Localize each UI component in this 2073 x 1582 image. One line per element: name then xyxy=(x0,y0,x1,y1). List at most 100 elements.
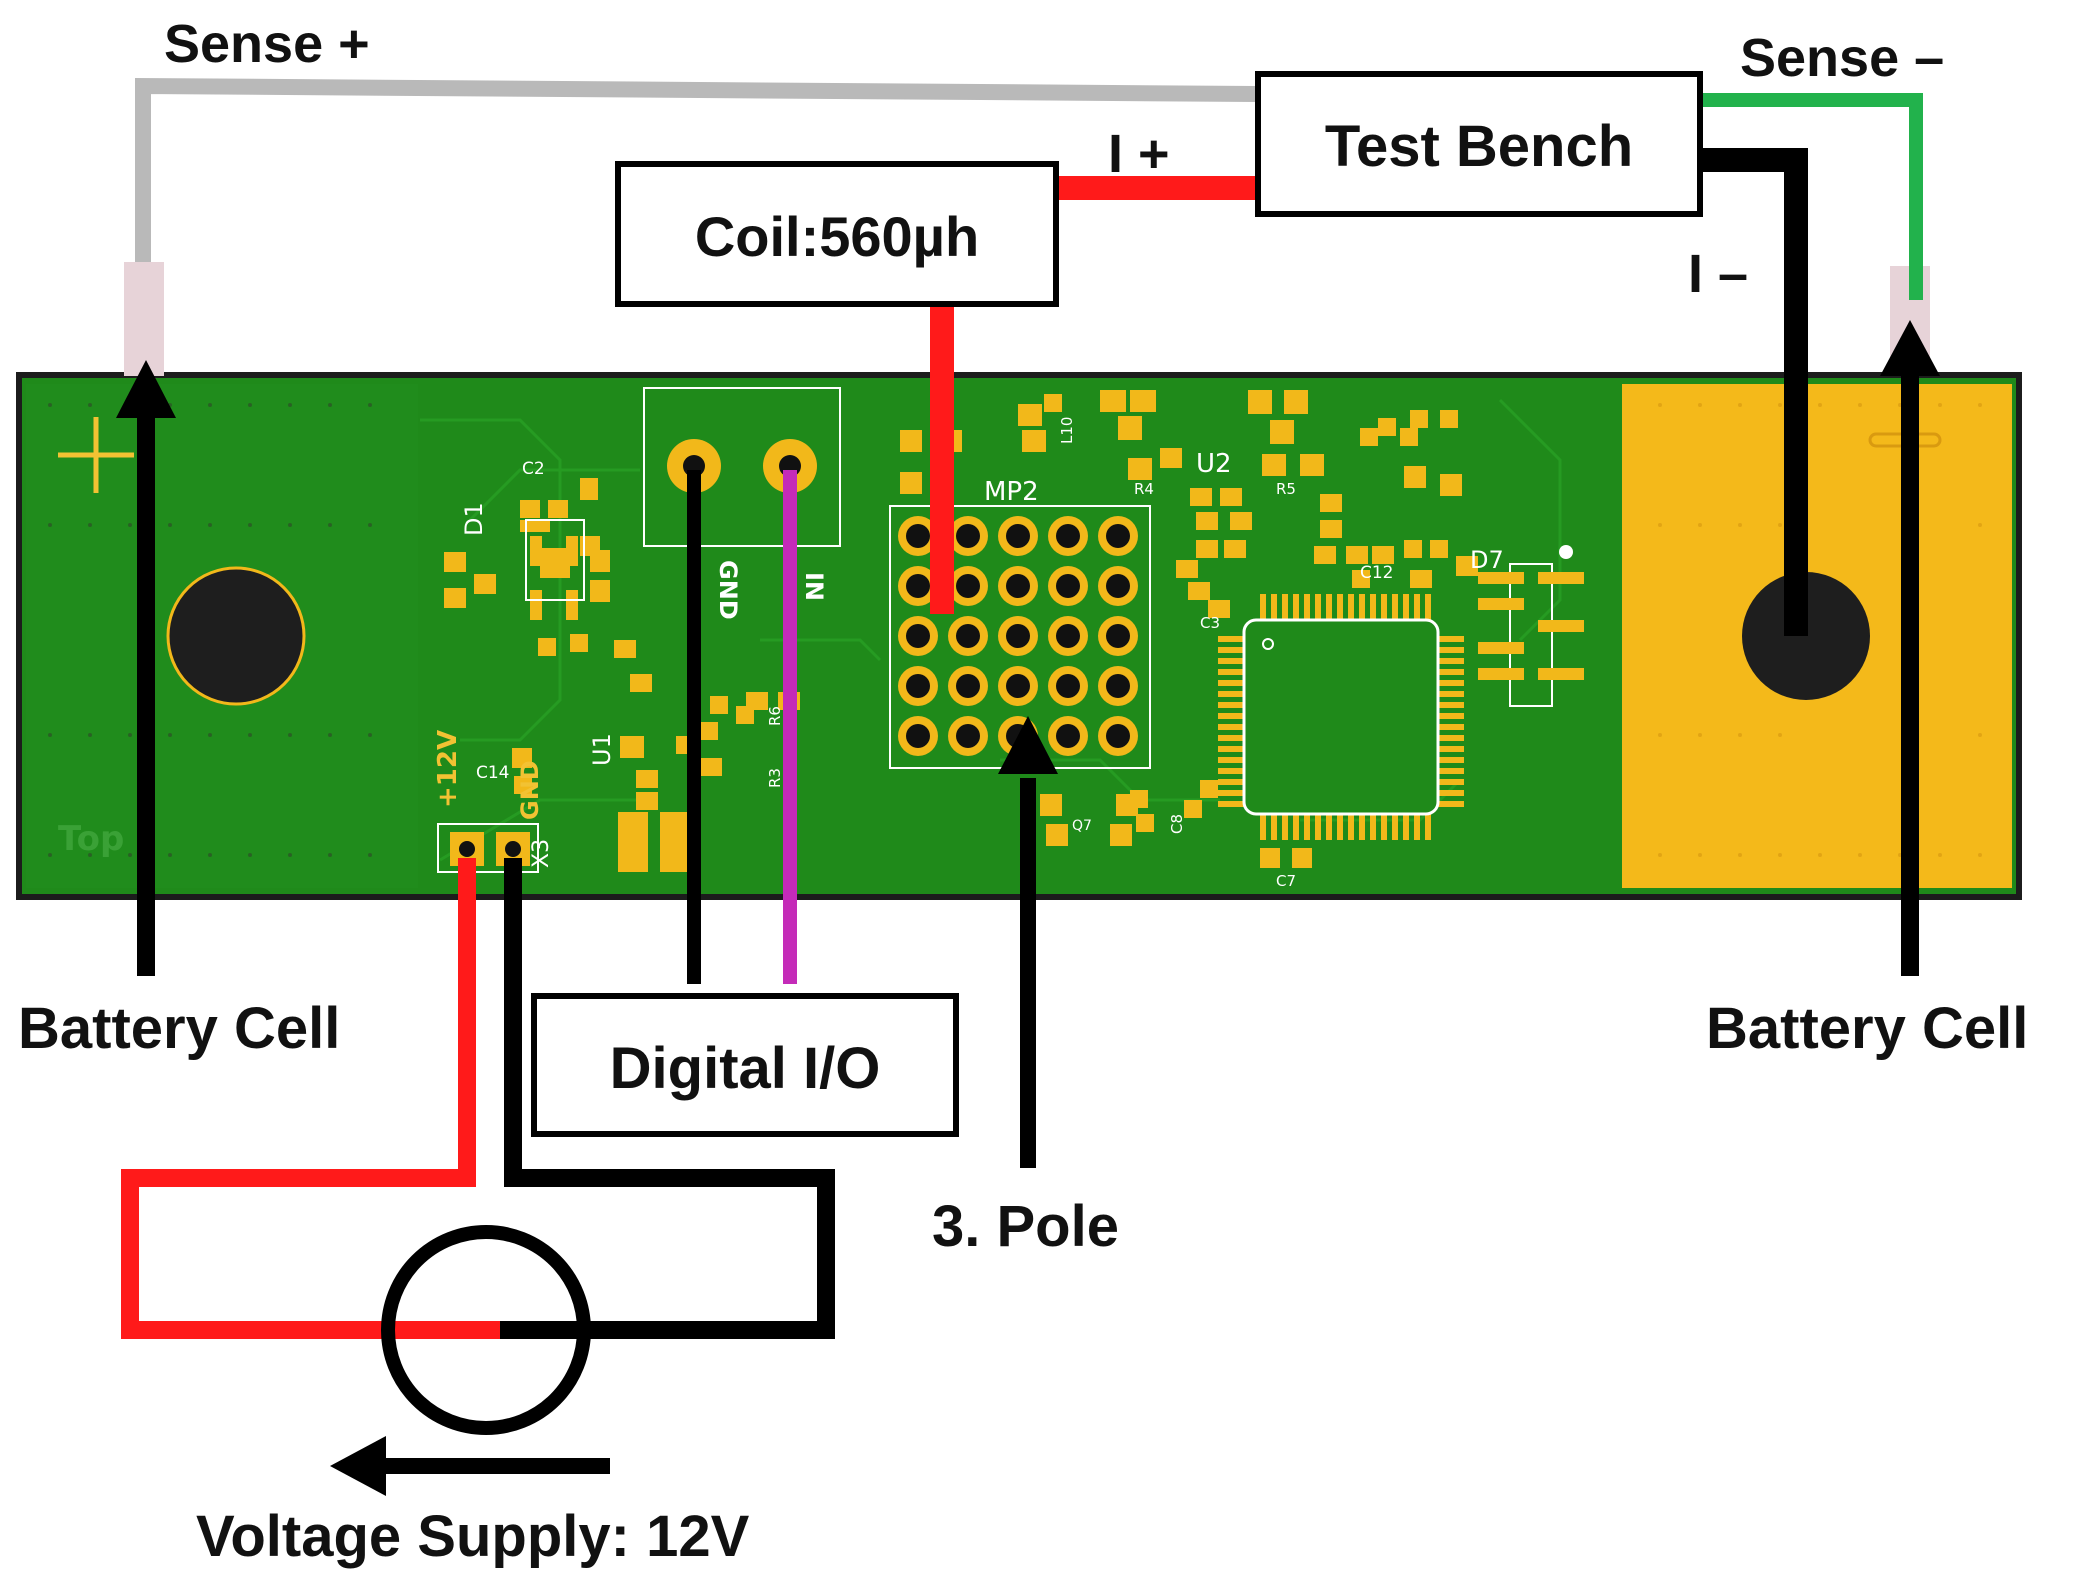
smd-pad xyxy=(1292,848,1312,868)
smd-pad xyxy=(1352,570,1370,588)
mp2-pad xyxy=(948,516,988,556)
smd-pad xyxy=(900,430,922,452)
smd-pad xyxy=(1128,458,1152,480)
coil-label: Coil:560µh xyxy=(695,205,979,268)
smd-pad xyxy=(1220,488,1242,506)
smd-pad xyxy=(548,500,568,518)
digital-io-label: Digital I/O xyxy=(610,1036,881,1101)
left-terminal-tab xyxy=(124,262,164,376)
mp2-pad xyxy=(948,616,988,656)
silk-r3: R3 xyxy=(766,768,784,788)
silk-mp2: MP2 xyxy=(984,477,1039,507)
smd-pad xyxy=(1440,474,1462,496)
smd-pad xyxy=(520,500,540,518)
smd-pad xyxy=(530,536,542,566)
i-plus-label: I + xyxy=(1108,124,1170,184)
mp2-pad xyxy=(1048,516,1088,556)
smd-pad xyxy=(1262,454,1286,476)
mp2-pad xyxy=(1098,566,1138,606)
smd-pad xyxy=(538,638,556,656)
smd-pad xyxy=(1100,390,1126,412)
test-bench-box: Test Bench xyxy=(1255,71,1703,217)
smd-pad xyxy=(590,580,610,602)
mp2-pad xyxy=(898,616,938,656)
sense-plus-wire xyxy=(135,77,1257,262)
silk-q7: Q7 xyxy=(1072,818,1092,834)
silk-c2: C2 xyxy=(522,459,545,479)
smd-pad xyxy=(1404,466,1426,488)
smd-pad xyxy=(514,776,532,794)
smd-pad xyxy=(1320,494,1342,512)
smd-pad xyxy=(1022,430,1046,452)
qfp-microcontroller xyxy=(1218,594,1464,840)
smd-pad xyxy=(1224,540,1246,558)
mp2-pad xyxy=(998,516,1038,556)
silk-r5: R5 xyxy=(1276,480,1296,498)
smd-pad xyxy=(1046,824,1068,846)
smd-pad xyxy=(1270,420,1294,444)
smd-pad xyxy=(1284,390,1308,414)
smd-pad xyxy=(1314,546,1336,564)
i-minus-wire xyxy=(1700,148,1808,636)
smd-pad xyxy=(746,692,768,710)
silk-plus-12v: +12V xyxy=(433,730,463,808)
arrows xyxy=(116,320,1940,1496)
silk-u2: U2 xyxy=(1196,449,1232,479)
smd-pad xyxy=(660,812,690,872)
smd-pad xyxy=(1410,410,1428,428)
pole-arrow-icon xyxy=(998,716,1058,774)
smd-pad xyxy=(696,722,718,740)
smd-pad xyxy=(1188,582,1210,600)
coil-box: Coil:560µh xyxy=(615,161,1059,307)
smd-pad xyxy=(444,588,466,608)
left-battery-arrow-icon xyxy=(116,360,176,418)
right-battery-arrow-icon xyxy=(1880,320,1940,376)
silk-x3: X3 xyxy=(529,839,554,868)
smd-pad xyxy=(1456,556,1478,576)
smd-pad xyxy=(1118,416,1142,440)
mp2-pad xyxy=(1098,516,1138,556)
smd-pad xyxy=(580,478,598,500)
smd-pad xyxy=(1230,512,1252,530)
smd-pad xyxy=(444,552,466,572)
silk-in-conn: IN xyxy=(800,572,828,601)
smd-pad xyxy=(1184,800,1202,818)
crystal-x6 xyxy=(1478,545,1584,707)
supply-black-wire xyxy=(500,858,835,1339)
smd-pad xyxy=(1130,790,1148,808)
mp2-pad xyxy=(1098,616,1138,656)
smd-pad xyxy=(1110,824,1132,846)
battery-cell-left-label: Battery Cell xyxy=(18,996,340,1061)
smd-pad xyxy=(590,550,610,572)
mp2-pad xyxy=(898,666,938,706)
silk-d7: D7 xyxy=(1470,546,1504,574)
smd-pad xyxy=(1404,540,1422,558)
smd-pad xyxy=(1430,540,1448,558)
smd-pad xyxy=(1130,390,1156,412)
smd-pad xyxy=(636,770,658,788)
silk-d1: D1 xyxy=(460,502,488,536)
mp2-pad xyxy=(998,666,1038,706)
smd-pad xyxy=(520,520,550,532)
smd-pad xyxy=(620,736,644,758)
mp2-pad xyxy=(1048,616,1088,656)
supply-red-wire xyxy=(121,858,500,1339)
silk-top: Top xyxy=(58,819,124,859)
voltage-source-symbol xyxy=(381,1225,591,1435)
smd-pad xyxy=(1190,488,1212,506)
smd-pad xyxy=(1410,570,1432,588)
smd-pad xyxy=(614,640,636,658)
silk-r4: R4 xyxy=(1134,480,1154,498)
mp2-pad xyxy=(1098,716,1138,756)
smd-pad xyxy=(900,472,922,494)
smd-pad xyxy=(1018,404,1042,426)
mp2-pad xyxy=(898,516,938,556)
battery-cell-right-label: Battery Cell xyxy=(1706,996,2028,1061)
mp2-pad xyxy=(1098,666,1138,706)
i-minus-label: I – xyxy=(1688,244,1748,304)
smd-pad xyxy=(1196,512,1218,530)
smd-pad xyxy=(1176,560,1198,578)
smd-pad xyxy=(630,674,652,692)
voltage-supply-label: Voltage Supply: 12V xyxy=(196,1504,750,1569)
silk-gnd: GND xyxy=(516,760,544,820)
